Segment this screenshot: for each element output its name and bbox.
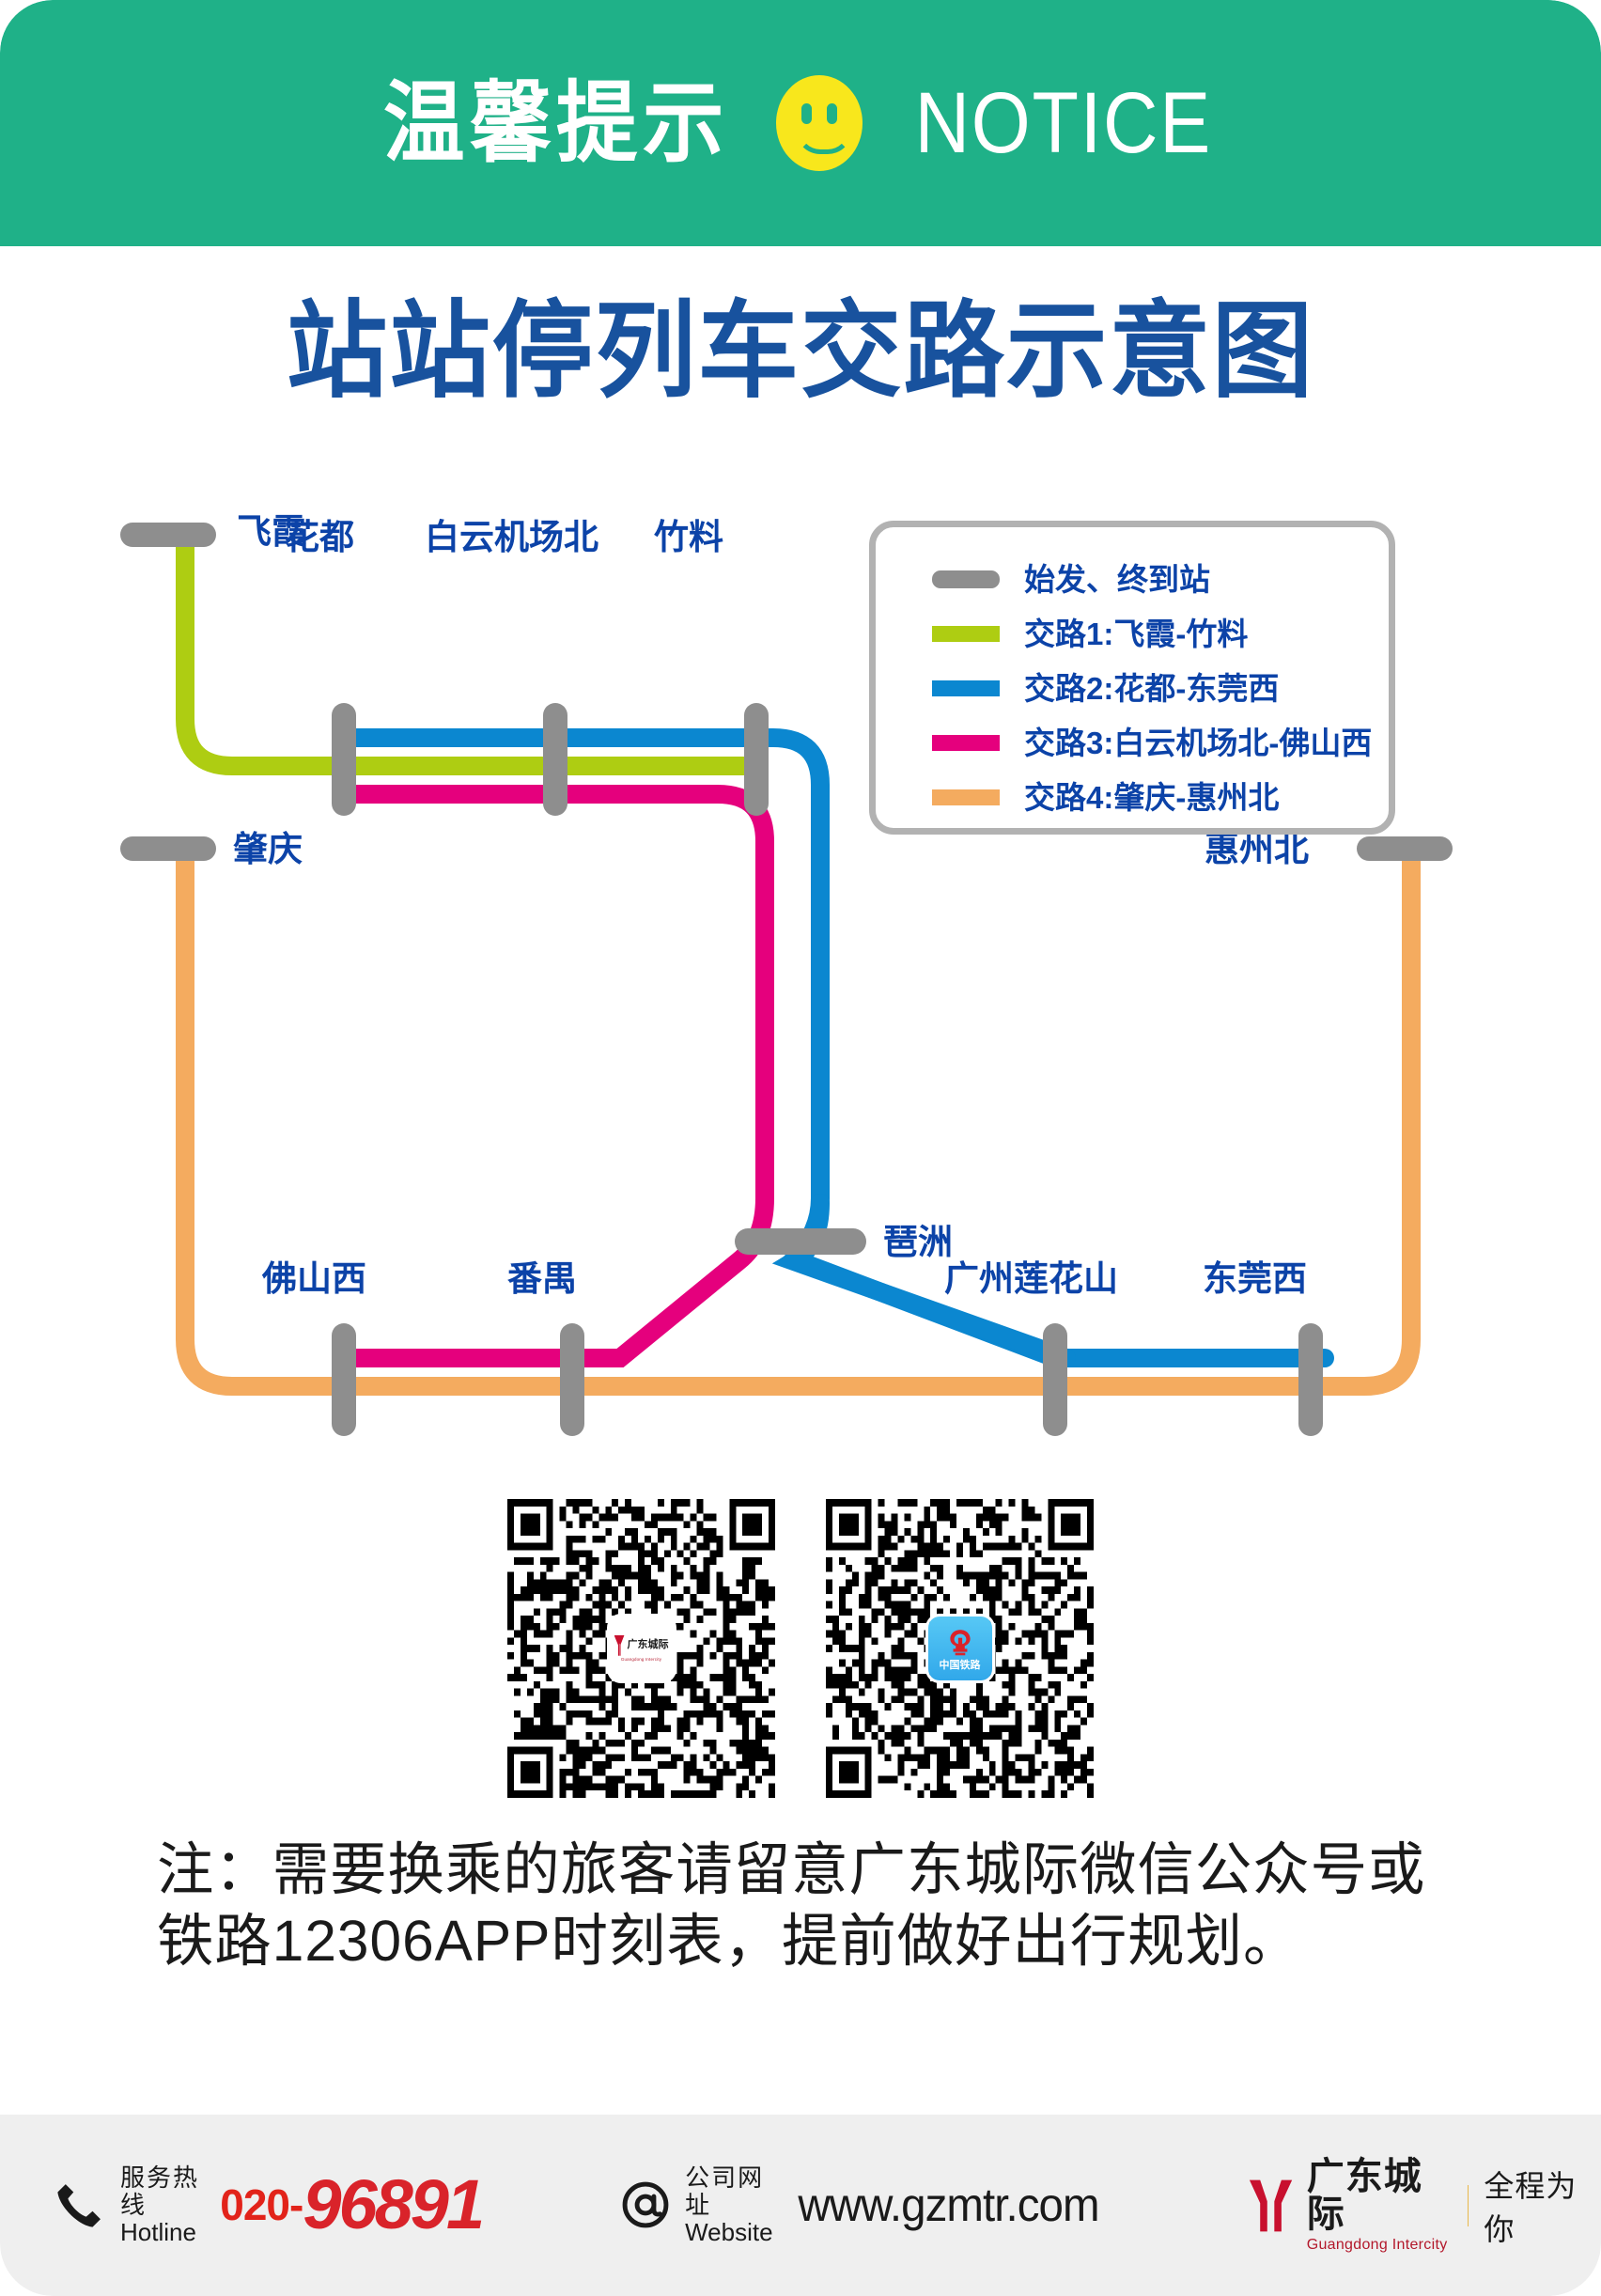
station-label-huadu: 花都 xyxy=(285,518,354,556)
brand-divider xyxy=(1467,2184,1469,2226)
hotline-label-en: Hotline xyxy=(120,2218,196,2247)
footer-brand-block: 广东城际 Guangdong Intercity 全程为你 xyxy=(1248,2158,1601,2253)
station-label-foshanxi: 佛山西 xyxy=(262,1259,366,1298)
station-marker-panyu xyxy=(560,1323,584,1436)
legend-label-route3: 交路3:白云机场北-佛山西 xyxy=(1024,725,1373,760)
station-label-zhuliao: 竹料 xyxy=(654,518,723,556)
legend-box: 始发、终到站 交路1:飞霞-竹料 交路2:花都-东莞西 交路3:白云机场北-佛山… xyxy=(869,521,1395,835)
legend-label-terminus: 始发、终到站 xyxy=(1024,561,1210,597)
legend-item-route3: 交路3:白云机场北-佛山西 xyxy=(932,715,1389,770)
station-label-pazhou: 琶洲 xyxy=(883,1223,953,1261)
brand-slogan: 全程为你 xyxy=(1484,2168,1578,2246)
gdic-mark-icon xyxy=(614,1634,625,1656)
station-label-panyu: 番禺 xyxy=(507,1259,577,1298)
website-url[interactable]: www.gzmtr.com xyxy=(797,2179,1099,2232)
brand-name-en: Guangdong Intercity xyxy=(1306,2237,1448,2253)
station-marker-feixia xyxy=(120,523,216,547)
website-label-cn: 公司网址 xyxy=(685,2163,765,2219)
brand-name-cn: 广东城际 xyxy=(1306,2156,1422,2235)
poster-header: 温馨提示 NOTICE xyxy=(0,0,1601,246)
qr-logo-label-cn: 广东城际 xyxy=(627,1639,669,1651)
footer-website-block: 公司网址 Website www.gzmtr.com xyxy=(621,2163,1107,2247)
qr-logo-label-cn-cr: 中国铁路 xyxy=(939,1659,981,1671)
qr-logo-label-en: Guangdong Intercity xyxy=(620,1656,662,1662)
legend-swatch-route1 xyxy=(932,625,1000,642)
legend-swatch-route3 xyxy=(932,734,1000,751)
station-marker-baiyunjichangbei xyxy=(543,703,567,816)
china-railway-logo: 中国铁路 xyxy=(927,1617,992,1680)
guangdong-intercity-logo: 广东城际 Guangdong Intercity xyxy=(609,1617,674,1680)
station-label-baiyunjichangbei: 白云机场北 xyxy=(425,518,598,556)
route-diagram-svg xyxy=(120,523,1453,1436)
legend-swatch-route4 xyxy=(932,789,1000,805)
station-marker-huadu xyxy=(332,703,356,816)
footer-hotline-block: 服务热线 Hotline 020- 96891 xyxy=(54,2163,485,2247)
smiley-left-eye xyxy=(801,103,813,124)
station-marker-foshanxi xyxy=(332,1323,356,1436)
header-title-en: NOTICE xyxy=(914,75,1213,171)
legend-swatch-route2 xyxy=(932,679,1000,696)
route-line-1-path xyxy=(176,523,761,775)
station-marker-guangzhoulianhuashan xyxy=(1043,1323,1067,1436)
station-marker-pazhou xyxy=(735,1228,866,1255)
station-marker-zhuliao xyxy=(744,703,769,816)
legend-label-route2: 交路2:花都-东莞西 xyxy=(1024,670,1280,706)
qr-code-guangdong-intercity[interactable]: 广东城际 Guangdong Intercity xyxy=(507,1499,775,1798)
header-title-cn: 温馨提示 xyxy=(383,73,730,172)
qr-code-china-railway[interactable]: 中国铁路 xyxy=(826,1499,1094,1798)
route-line-4-path xyxy=(176,839,1421,1396)
station-label-dongguanxi: 东莞西 xyxy=(1203,1259,1307,1298)
station-label-feixia: 飞霞 xyxy=(237,512,306,551)
hotline-labels: 服务热线 Hotline xyxy=(120,2163,203,2247)
at-icon xyxy=(622,2182,669,2228)
poster-footer: 服务热线 Hotline 020- 96891 公司网址 Website www… xyxy=(0,2115,1601,2296)
brand-names: 广东城际 Guangdong Intercity xyxy=(1307,2158,1453,2253)
station-label-huizhoubei: 惠州北 xyxy=(1205,830,1309,868)
smiley-right-eye xyxy=(827,103,838,124)
legend-item-terminus: 始发、终到站 xyxy=(932,552,1389,606)
route-diagram: 飞霞 花都 白云机场北 竹料 肇庆 惠州北 琶洲 佛山西 番禺 广州莲花山 东莞… xyxy=(0,489,1601,1438)
legend-swatch-terminus xyxy=(932,570,1000,588)
smiley-mouth xyxy=(796,118,853,154)
website-label-en: Website xyxy=(685,2218,773,2247)
note-text: 注：需要换乘的旅客请留意广东城际微信公众号或铁路12306APP时刻表，提前做好… xyxy=(157,1837,1426,1973)
hotline-number: 96891 xyxy=(303,2165,485,2244)
china-railway-emblem-icon xyxy=(949,1629,971,1655)
legend-item-route1: 交路1:飞霞-竹料 xyxy=(932,606,1389,661)
station-label-zhaoqing: 肇庆 xyxy=(233,830,303,868)
phone-icon xyxy=(57,2184,101,2228)
hotline-prefix: 020- xyxy=(220,2180,303,2230)
page-title: 站站停列车交路示意图 xyxy=(286,292,1315,410)
legend-item-route2: 交路2:花都-东莞西 xyxy=(932,661,1389,715)
smiley-face-icon xyxy=(776,75,863,171)
station-marker-dongguanxi xyxy=(1298,1323,1323,1436)
station-marker-zhaoqing xyxy=(120,836,216,861)
website-labels: 公司网址 Website xyxy=(685,2163,773,2247)
hotline-label-cn: 服务热线 xyxy=(120,2163,200,2219)
gdic-logo-icon xyxy=(1249,2179,1292,2231)
qr-code-area: 广东城际 Guangdong Intercity 中国铁路 xyxy=(0,1499,1601,1798)
station-marker-huizhoubei xyxy=(1357,836,1453,861)
station-label-guangzhoulianhuashan: 广州莲花山 xyxy=(944,1259,1118,1298)
legend-label-route1: 交路1:飞霞-竹料 xyxy=(1024,616,1249,651)
legend-label-route4: 交路4:肇庆-惠州北 xyxy=(1024,779,1280,815)
legend-item-route4: 交路4:肇庆-惠州北 xyxy=(932,770,1389,824)
